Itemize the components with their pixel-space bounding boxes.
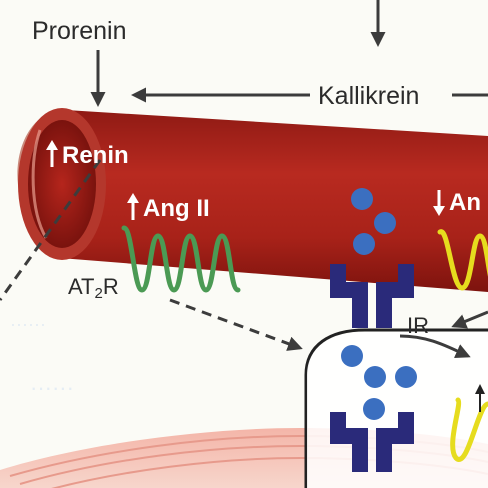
at2r-label: AT2R	[68, 274, 119, 302]
faded-background-text: ······ ······	[0, 300, 240, 420]
ang-down-arrow-icon	[433, 190, 445, 216]
ligand-cluster-cell	[341, 345, 417, 420]
prorenin-label: Prorenin	[32, 17, 127, 45]
insulin-receptor-lower	[330, 412, 414, 472]
dashed-at2r-arrow	[169, 298, 303, 351]
ligand-cluster-vessel	[351, 188, 396, 255]
renin-up-arrow-icon	[46, 140, 58, 167]
blood-vessel	[17, 108, 488, 292]
ir-signal-arrow	[399, 334, 471, 358]
renin-label: Renin	[62, 142, 129, 169]
cell-outline	[304, 328, 488, 488]
dashed-left-arrow	[0, 159, 102, 301]
ang-right-label: An	[449, 189, 481, 216]
small-up-arrow-icon	[475, 384, 485, 412]
insulin-receptor-upper	[330, 264, 414, 328]
at2r-receptor-coil	[121, 225, 241, 293]
svg-text:······: ······	[10, 314, 46, 334]
ir-return-arrow	[451, 310, 488, 329]
receptor-coil-yellow-bottom	[450, 397, 488, 462]
svg-text:······: ······	[30, 375, 74, 400]
kallikrein-label: Kallikrein	[318, 82, 419, 110]
vessel-opening	[28, 120, 96, 248]
ir-label: IR	[407, 313, 429, 338]
ang-ii-up-arrow-icon	[127, 193, 139, 220]
cell-fill	[307, 332, 488, 488]
ang-ii-label: Ang II	[143, 195, 210, 222]
